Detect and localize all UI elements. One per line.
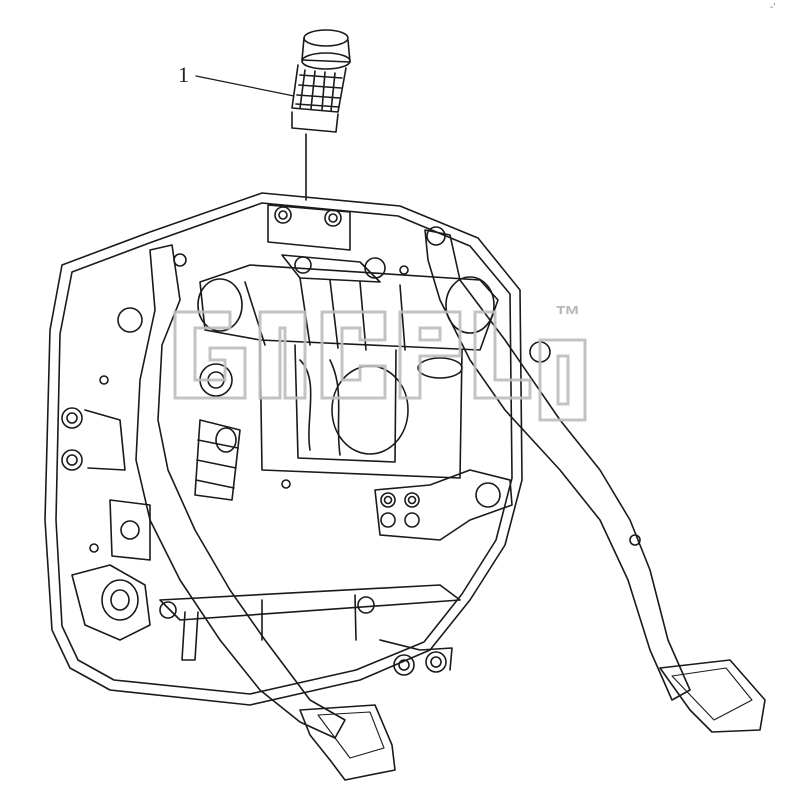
fastener [399, 265, 409, 275]
pressure-switch [291, 29, 351, 201]
fastener [173, 253, 187, 267]
center-frame [259, 339, 463, 479]
watermark-logo [173, 310, 587, 422]
right-pedal-arm [424, 226, 691, 701]
callout-label-1: 1 [178, 62, 189, 87]
pivot-shaft-housing [197, 264, 499, 379]
callout-leader-1 [195, 75, 295, 97]
master-cylinder [194, 419, 241, 501]
lower-right-rollers [379, 639, 453, 676]
lower-cross-bar [159, 584, 461, 661]
fastener [89, 543, 99, 553]
right-bracket-bolts [374, 469, 513, 541]
top-bracket [267, 204, 386, 283]
mounting-plate [44, 192, 523, 706]
right-pedal-pad [659, 659, 766, 733]
left-pedal-pad [299, 704, 396, 781]
fastener [281, 479, 291, 489]
left-link-bushings [61, 375, 126, 471]
mounting-plate-inner-edge [55, 202, 513, 695]
lower-left-bracket [71, 499, 151, 641]
trademark-symbol: ™ [555, 300, 582, 330]
corner-mark: -' [770, 2, 776, 13]
